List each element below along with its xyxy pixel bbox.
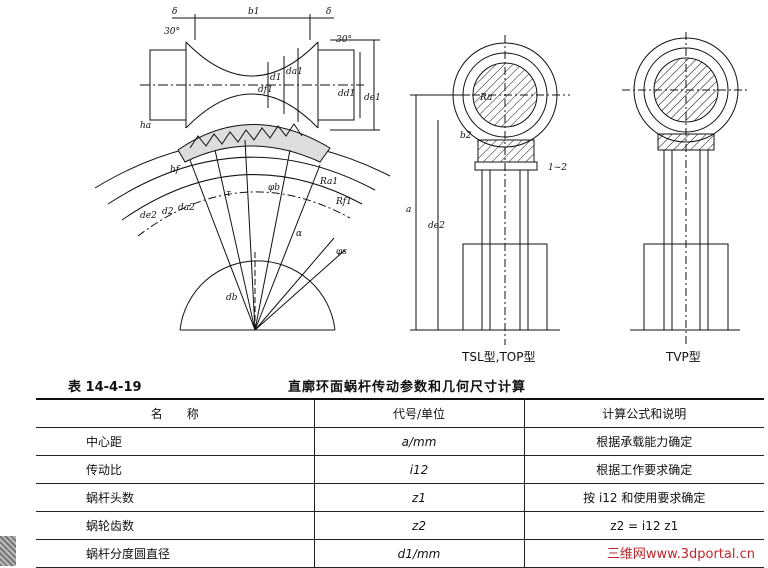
table-title: 直廓环面蜗杆传动参数和几何尺寸计算 xyxy=(288,380,527,395)
row-formula: 根据工作要求确定 xyxy=(523,455,764,484)
row-name: 蜗轮齿数 xyxy=(36,511,314,540)
label-tau: τ xyxy=(226,189,232,199)
row-symbol: i12 xyxy=(313,455,524,484)
row-formula: z2 = i12 z1 xyxy=(523,511,764,540)
label-delta-left: δ xyxy=(172,7,177,17)
caption-tsl-top: TSL型,TOP型 xyxy=(462,350,536,364)
label-phi-b: φb xyxy=(268,183,280,193)
scan-edge xyxy=(0,536,16,566)
label-da1: da1 xyxy=(286,67,303,77)
label-delta-right: δ xyxy=(326,7,331,17)
label-df1: df1 xyxy=(258,85,273,95)
header-symbol: 代号/单位 xyxy=(313,398,524,428)
label-d1: d1 xyxy=(270,73,282,83)
watermark: 三维网www.3dportal.cn xyxy=(603,543,758,562)
row-symbol: z1 xyxy=(313,483,524,512)
label-ha: ha xyxy=(140,121,151,131)
row-formula: 根据承载能力确定 xyxy=(523,427,764,456)
label-Ra: Ra xyxy=(479,93,492,103)
row-name: 蜗杆分度圆直径 xyxy=(36,539,314,568)
table-label: 表 14-4-19 xyxy=(68,380,142,395)
label-phi-s: φs xyxy=(336,247,347,257)
label-alpha: α xyxy=(296,229,302,239)
label-Ra1: Ra1 xyxy=(319,177,338,187)
label-de2-right: de2 xyxy=(428,221,445,231)
caption-tvp: TVP型 xyxy=(666,350,701,364)
label-de1: de1 xyxy=(364,93,381,103)
technical-figure: δ b1 δ 30° 30° df1 d1 da1 dd1 de1 ha hf … xyxy=(94,7,750,345)
table-header-row: 名 称 代号/单位 计算公式和说明 xyxy=(36,398,764,428)
label-da2: da2 xyxy=(178,203,195,213)
label-dd1: dd1 xyxy=(338,89,355,99)
row-symbol: a/mm xyxy=(313,427,524,456)
label-angle-left: 30° xyxy=(164,27,180,37)
table-row: 蜗轮齿数 z2 z2 = i12 z1 xyxy=(36,511,764,540)
row-symbol: z2 xyxy=(313,511,524,540)
label-de2: de2 xyxy=(140,211,157,221)
label-angle-right: 30° xyxy=(336,35,352,45)
row-symbol: d1/mm xyxy=(313,539,524,568)
header-name: 名 称 xyxy=(36,398,314,428)
table-row: 蜗杆头数 z1 按 i12 和使用要求确定 xyxy=(36,483,764,512)
label-b1: b1 xyxy=(248,7,260,17)
table-row: 传动比 i12 根据工作要求确定 xyxy=(36,455,764,484)
header-formula: 计算公式和说明 xyxy=(523,398,764,428)
label-db: db xyxy=(226,293,238,303)
label-a: a xyxy=(406,205,411,215)
label-Rf1: Rf1 xyxy=(335,197,352,207)
label-1-2: 1~2 xyxy=(548,163,567,173)
label-hf: hf xyxy=(170,165,181,175)
row-formula: 按 i12 和使用要求确定 xyxy=(523,483,764,512)
row-name: 传动比 xyxy=(36,455,314,484)
label-b2: b2 xyxy=(460,131,472,141)
parameter-table: 名 称 代号/单位 计算公式和说明 中心距 a/mm 根据承载能力确定 传动比 … xyxy=(36,398,764,568)
row-name: 蜗杆头数 xyxy=(36,483,314,512)
table-row: 中心距 a/mm 根据承载能力确定 xyxy=(36,427,764,456)
label-d2: d2 xyxy=(162,207,174,217)
row-name: 中心距 xyxy=(36,427,314,456)
